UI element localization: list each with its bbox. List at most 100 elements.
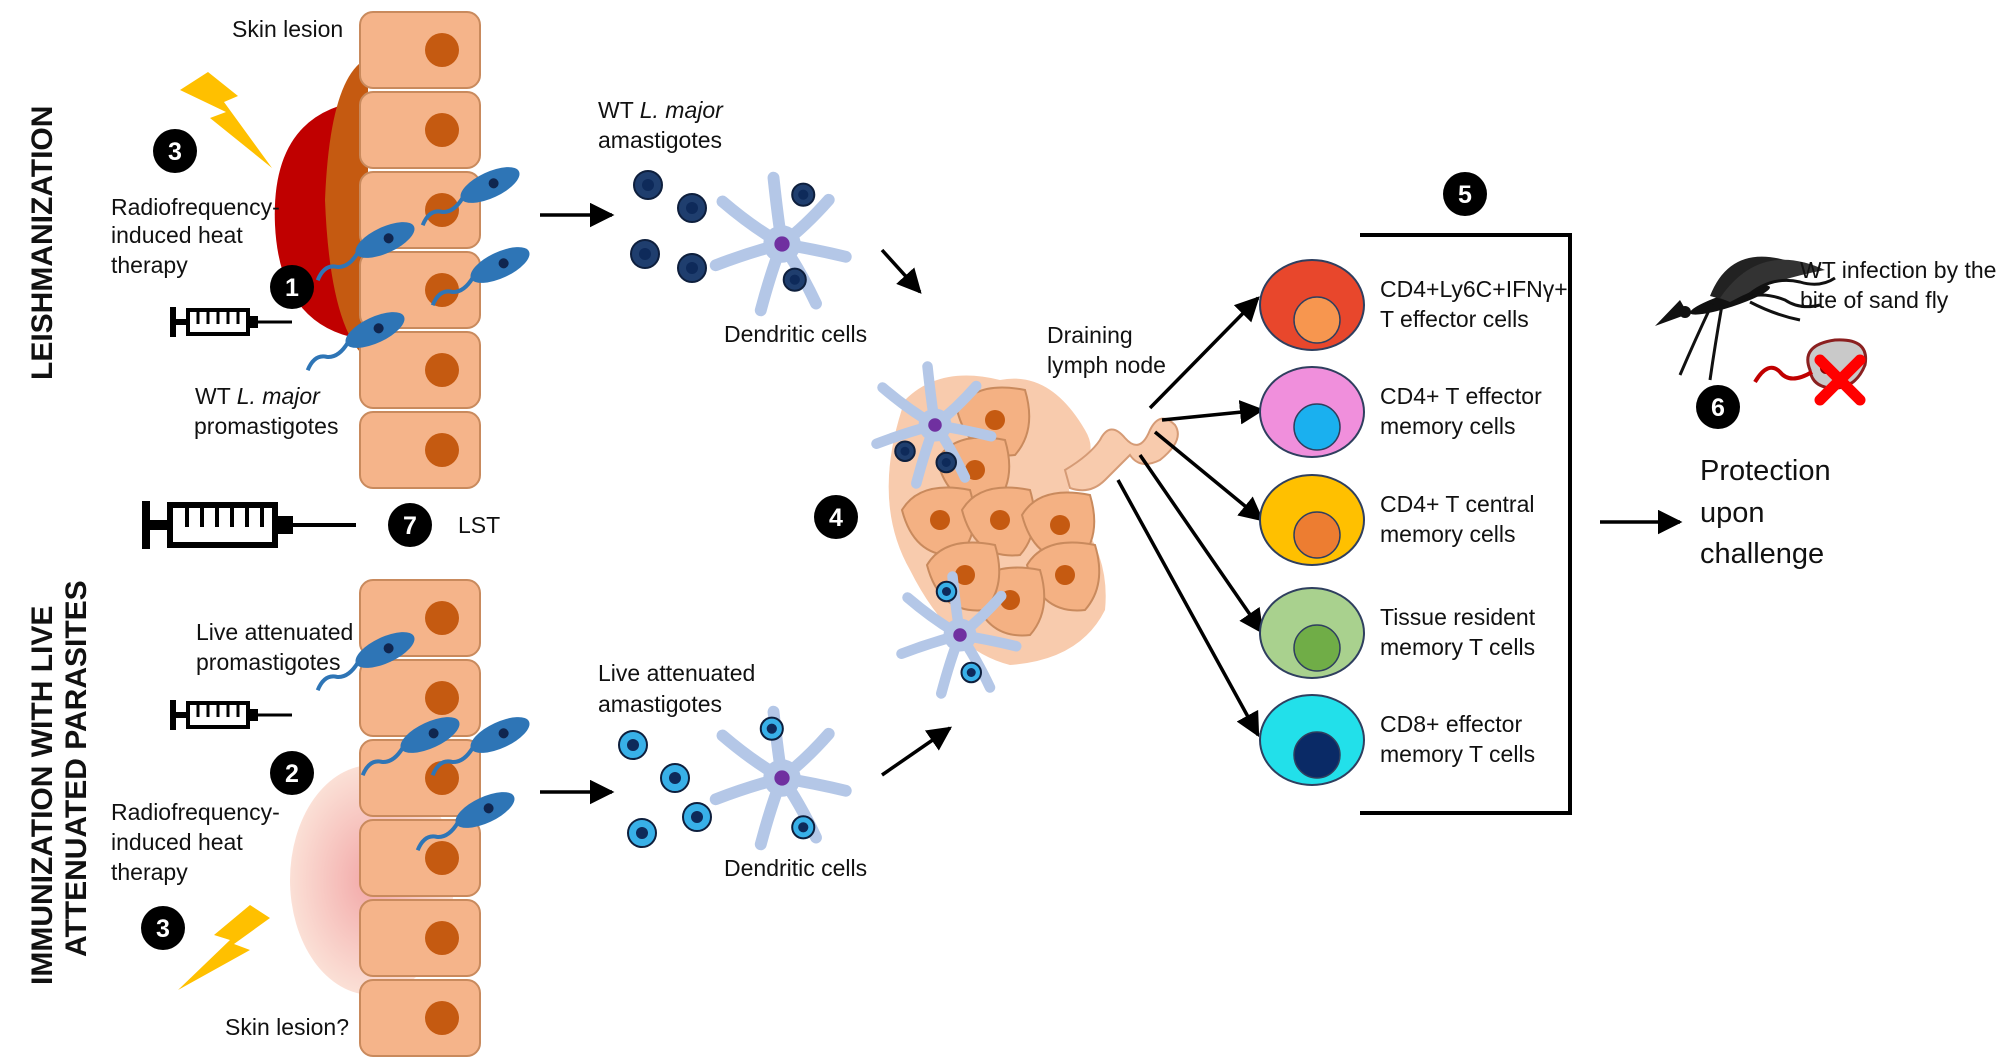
attached-amastigote-nucleus [766,723,777,734]
arrow-top-dc-to-node [880,248,922,294]
amastigote-nucleus [642,179,654,191]
top-amastigotes-species: L. major [640,97,724,123]
amastigote-nucleus [639,248,651,260]
amastigote-nucleus [627,739,639,751]
skin-cell-nucleus [425,1001,459,1035]
badge-5 [1443,172,1487,216]
lymph-vessel [1063,417,1179,492]
lesion-inner [325,58,368,360]
arrow-node-to-tcell-2 [1161,400,1265,425]
badge-5-number: 5 [1458,181,1472,209]
arrow-node-to-tcell-5 [1116,479,1260,738]
red-cross-icon [1814,354,1866,406]
protection-line1: Protection [1700,455,1831,487]
sandfly-line1: WT infection by the [1800,257,1996,283]
top-promastigotes-line1: WT L. major [195,383,321,409]
syringe-icon-bottom [170,700,292,730]
attached-amastigote-nucleus [798,189,809,200]
badge-4 [814,495,858,539]
lymph-node-cell-nucleus [985,410,1005,430]
top-promastigotes-species: L. major [237,383,321,409]
top-amastigotes-prefix: WT [598,97,640,123]
arrow-node-to-tcell-3 [1153,430,1264,522]
dendritic-cell-bottom [709,705,852,851]
amastigote-nucleus [686,262,698,274]
top-promastigotes-line2: promastigotes [194,413,338,439]
badge-3-top-number: 3 [168,138,182,166]
side-label-immunization: IMMUNIZATION WITH LIVE ATTENUATED PARASI… [26,580,93,985]
top-therapy-line3: therapy [111,252,188,278]
top-skin-lesion [274,58,368,360]
t-cell-1-nucleus [1293,296,1341,344]
attached-amastigote-nucleus [798,822,809,833]
badge-7-number: 7 [403,512,417,540]
top-therapy-line2: induced heat [111,222,243,248]
t-cell-2-nucleus [1293,403,1341,451]
lymph-node-cell-nucleus [990,510,1010,530]
dendritic-cell-node-top [871,361,997,489]
badge-2 [270,751,314,795]
lymph-node-label-line2: lymph node [1047,352,1166,378]
side-label-leishmanization: LEISHMANIZATION [26,106,59,380]
skin-cell [359,659,481,737]
bottom-amastigotes-line2: amastigotes [598,691,722,717]
syringe-icon-top [170,307,292,337]
attached-amastigote-nucleus [966,668,976,677]
t-cell-bracket [1360,233,1572,815]
bottom-promastigotes-line1: Live attenuated [196,619,353,645]
top-amastigotes-line1: WT L. major [598,97,724,123]
t-cell-3-nucleus [1293,511,1341,559]
promastigote [315,632,415,692]
promastigote [430,717,530,777]
protection-line3: challenge [1700,538,1824,570]
dendritic-nucleus [774,770,790,786]
promastigote [420,167,520,227]
amastigote-nucleus [636,827,648,839]
badge-1 [270,265,314,309]
lymph-node-cell-nucleus [930,510,950,530]
t-cell-1-label-line1: CD4+Ly6C+IFNγ+ [1380,276,1568,302]
skin-cell-nucleus [425,33,459,67]
t-cell-5-nucleus [1293,731,1341,779]
dendritic-nucleus [774,236,790,252]
t-cell-1-label-line2: T effector cells [1380,306,1529,332]
t-cell-3-label-line1: CD4+ T central [1380,491,1534,517]
dendritic-cell-node-bottom [896,571,1022,699]
lymph-node-cell-nucleus [1055,565,1075,585]
t-cell-2-label-line2: memory cells [1380,413,1515,439]
lymph-node-label-line1: Draining [1047,322,1133,348]
badge-6 [1696,385,1740,429]
amastigote-nucleus [686,202,698,214]
wt-amastigotes [630,170,707,283]
promastigote [315,222,415,282]
bottom-skin-lesion-label: Skin lesion? [225,1014,349,1040]
dendritic-nucleus [953,628,967,642]
bottom-therapy-line1: Radiofrequency- [111,799,280,825]
attached-amastigote-nucleus [789,274,800,285]
attenuated-amastigotes [618,730,712,848]
t-cell-4-label-line1: Tissue resident [1380,604,1536,630]
top-promastigotes-prefix: WT [195,383,237,409]
top-amastigotes-line2: amastigotes [598,127,722,153]
protection-line2: upon [1700,497,1765,529]
t-cell-5-label-line1: CD8+ effector [1380,711,1522,737]
skin-cell-nucleus [425,353,459,387]
skin-cell [359,819,481,897]
side-label-immunization-line1: IMMUNIZATION WITH LIVE [26,606,59,985]
arrow-bottom-dc-to-node [881,726,953,777]
badge-7 [388,503,432,547]
badge-3-bottom-number: 3 [156,915,170,943]
lymph-node-cell-nucleus [1050,515,1070,535]
badge-3-bottom [141,906,185,950]
skin-cell [359,91,481,169]
skin-cell-nucleus [425,273,459,307]
top-dendritic-cells-label: Dendritic cells [724,321,867,347]
skin-cell-nucleus [425,761,459,795]
skin-cell-nucleus [425,113,459,147]
t-cell-4-label-line2: memory T cells [1380,634,1535,660]
bottom-amastigotes-line1: Live attenuated [598,660,755,686]
skin-cell [359,411,481,489]
arrow-node-to-tcell-4 [1138,454,1264,635]
attached-amastigote-nucleus [942,587,951,596]
dendritic-cell-top [709,171,852,317]
